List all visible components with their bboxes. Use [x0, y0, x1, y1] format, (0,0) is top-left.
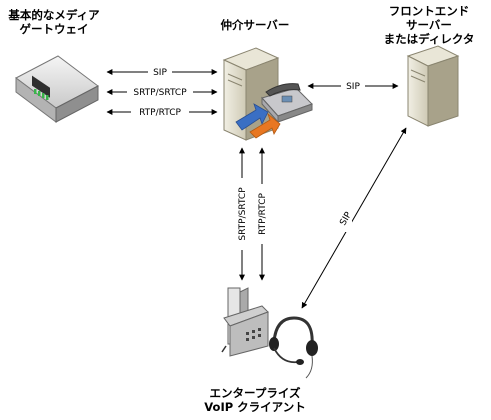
- rtp-label: RTP/RTCP: [139, 108, 181, 118]
- frontend-label-line3: またはディレクタ: [383, 32, 475, 46]
- connection-frontend-client: SIP: [301, 127, 407, 309]
- gateway-label: 基本的なメディア ゲートウェイ: [0, 8, 108, 36]
- media-gateway-icon: [15, 55, 99, 123]
- client-label-line2: VoIP クライアント: [204, 400, 306, 414]
- desk-phone-icon: [261, 83, 313, 124]
- server-tower-icon: [406, 45, 460, 127]
- connection-mediation-frontend: SIP: [307, 80, 399, 92]
- frontend-label-line2: サーバー: [406, 18, 452, 32]
- srtp-label: SRTP/SRTCP: [238, 187, 248, 241]
- client-label-line1: エンタープライズ: [209, 386, 301, 400]
- gateway-label-line2: ゲートウェイ: [19, 22, 89, 36]
- sip-label: SIP: [346, 82, 360, 92]
- gateway-label-line1: 基本的なメディア: [8, 8, 100, 22]
- ip-phone-headset-icon: [221, 287, 318, 379]
- mediation-label-text: 仲介サーバー: [220, 18, 290, 32]
- rtp-label: RTP/RTCP: [258, 193, 268, 235]
- connection-gateway-mediation: SIP SRTP/SRTCP RTP/RTCP: [106, 66, 218, 118]
- client-label: エンタープライズ VoIP クライアント: [190, 386, 320, 414]
- connection-mediation-client: SRTP/SRTCP RTP/RTCP: [236, 147, 268, 281]
- frontend-label-line1: フロントエンド: [388, 4, 470, 18]
- mediation-server-icon: [222, 47, 313, 141]
- sip-label: SIP: [153, 68, 167, 78]
- frontend-server-label: フロントエンド サーバー またはディレクタ: [370, 4, 488, 46]
- mediation-server-label: 仲介サーバー: [200, 18, 310, 32]
- srtp-label: SRTP/SRTCP: [133, 88, 187, 98]
